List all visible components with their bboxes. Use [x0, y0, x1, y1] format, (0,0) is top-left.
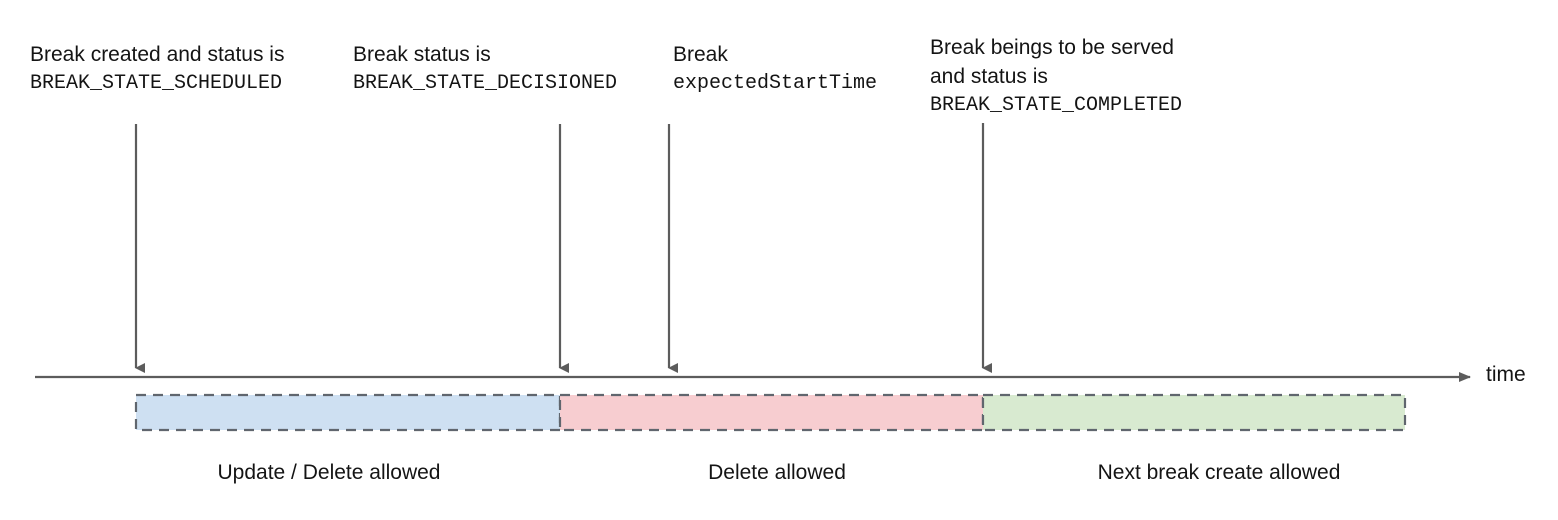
segment-next-break — [981, 393, 1407, 432]
segment-update-delete-caption: Update / Delete allowed — [217, 461, 441, 484]
marker-expected-start-time-label: Break expectedStartTime — [673, 40, 877, 98]
marker-completed-label: Break beings to be served and status is BR… — [930, 33, 1182, 120]
segment-delete — [558, 393, 985, 432]
marker-expected-start-time-label-line: expectedStartTime — [673, 72, 878, 95]
segment-next-break-caption: Next break create allowed — [1097, 461, 1341, 484]
marker-scheduled-label: Break created and status is BREAK_STATE_S… — [30, 40, 284, 98]
marker-expected-start-time-label-line: Break — [673, 43, 728, 66]
marker-scheduled-label-line: Break created and status is — [30, 43, 285, 66]
segment-update-delete — [134, 393, 562, 432]
event-marker-arrows — [134, 123, 992, 373]
marker-scheduled-label-line: BREAK_STATE_SCHEDULED — [30, 72, 283, 95]
marker-decisioned-label-line: Break status is — [353, 43, 491, 66]
marker-completed-label-line: Break beings to be served — [930, 36, 1174, 59]
marker-decisioned-label: Break status is BREAK_STATE_DECISIONED — [353, 40, 617, 98]
marker-completed-label-line: BREAK_STATE_COMPLETED — [930, 94, 1183, 117]
timeline-segments — [134, 393, 1407, 432]
time-axis-label: time — [1486, 363, 1526, 386]
marker-completed-label-line: and status is — [930, 65, 1048, 88]
marker-decisioned-label-line: BREAK_STATE_DECISIONED — [353, 72, 618, 95]
segment-delete-caption: Delete allowed — [708, 461, 846, 484]
